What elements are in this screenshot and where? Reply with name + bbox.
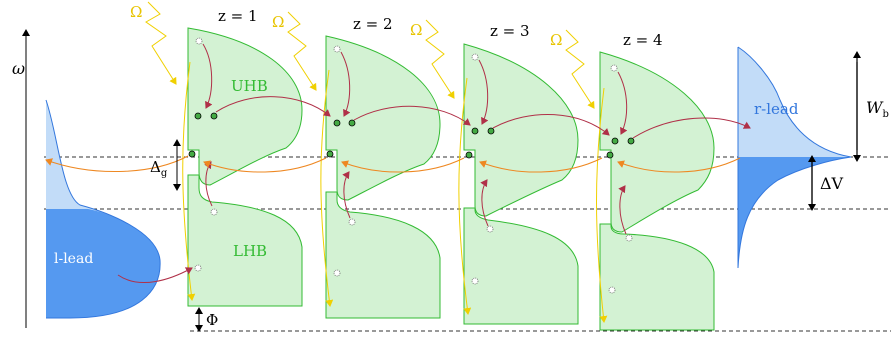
field-arrow-3 (425, 19, 455, 99)
empty-state (471, 53, 479, 61)
site-4-upper-band (599, 51, 715, 233)
empty-state (625, 234, 633, 242)
site-4-lower-band (599, 223, 715, 331)
site-3-lower-band (463, 207, 579, 325)
site-1-lower-band (187, 174, 303, 307)
empty-state (348, 218, 356, 226)
lead-extract-arrow (632, 117, 751, 139)
empty-state (195, 37, 203, 45)
occupied-state (627, 137, 635, 145)
right-lead-label: r-lead (754, 100, 799, 118)
tunnel-arrow (203, 157, 327, 173)
occupied-state (333, 119, 341, 127)
field-arrow-site-2 (320, 69, 334, 307)
excite-arrow (342, 171, 351, 219)
bias-annotation: ΔV (808, 155, 844, 211)
lower-band-label: LHB (233, 242, 267, 260)
relax-arrow (202, 43, 213, 109)
site-1-label: z = 1 (218, 7, 258, 25)
empty-state (471, 277, 479, 285)
relax-arrow (478, 59, 489, 125)
relax-arrow (340, 51, 351, 117)
occupied-state (611, 137, 619, 145)
empty-states (194, 37, 633, 294)
occupied-state (465, 151, 473, 159)
occupied-state (471, 127, 479, 135)
site-2: z = 2 (325, 15, 441, 319)
bandwidth-label: Wb (866, 98, 889, 120)
empty-state (333, 45, 341, 53)
potential-label: Φ (206, 311, 218, 329)
site-2-upper-band (325, 35, 441, 201)
site-3-label: z = 3 (490, 22, 530, 40)
hop-arrow (492, 114, 610, 136)
relax-arrow (617, 71, 628, 135)
tunnel-arrow (617, 157, 741, 173)
site-1-upper-band (187, 27, 303, 186)
field-arrow-site-3 (458, 77, 472, 315)
hop-arrow (353, 105, 471, 126)
site-4-label: z = 4 (623, 31, 663, 49)
occupied-state (348, 119, 356, 127)
occupied-state (194, 112, 202, 120)
omega-label-3: Ω (410, 21, 422, 39)
field-drive-arrows (145, 1, 608, 323)
tunnel-arrow (479, 157, 603, 173)
omega-label-4: Ω (550, 31, 562, 49)
empty-state (608, 286, 616, 294)
upper-band-label: UHB (231, 77, 268, 95)
empty-state (210, 208, 218, 216)
field-arrow-2 (287, 11, 317, 91)
site-1: z = 1 (187, 7, 303, 307)
bias-label: ΔV (820, 174, 844, 193)
tunneling-arrows (45, 155, 741, 173)
occupied-state (487, 127, 495, 135)
site-3-upper-band (463, 43, 579, 217)
omega-label-1: Ω (130, 3, 142, 21)
hopping-arrows (117, 43, 751, 283)
tunnel-arrow (45, 155, 189, 173)
occupied-state (606, 151, 614, 159)
site-4: z = 4 (599, 31, 715, 331)
left-lead-outline (45, 99, 161, 319)
occupied-states (188, 112, 635, 159)
field-arrow-4 (565, 29, 595, 109)
gap-label: Δg (150, 158, 168, 179)
occupied-state (188, 150, 196, 158)
right-lead-filled (738, 157, 851, 268)
field-arrow-site-1 (182, 61, 196, 301)
lead-inject-arrow (117, 267, 193, 283)
empty-state (610, 64, 618, 72)
left-lead-filled (46, 209, 161, 318)
excite-arrow (618, 185, 627, 235)
bandwidth-annotation: Wb (853, 51, 889, 162)
excite-arrow (480, 179, 489, 227)
empty-state (333, 269, 341, 277)
gap-annotation: Δg (150, 139, 181, 191)
left-lead-label: l-lead (54, 251, 93, 267)
occupied-state (326, 150, 334, 158)
occupied-state (210, 112, 218, 120)
omega-label-2: Ω (272, 13, 284, 31)
potential-annotation: Φ (195, 307, 218, 332)
field-arrow-site-4 (596, 87, 608, 323)
right-lead-outline (737, 46, 852, 269)
field-arrow-1 (145, 1, 177, 85)
site-2-lower-band (325, 191, 441, 319)
site-3: z = 3 (463, 22, 579, 325)
tunnel-arrow (341, 157, 465, 173)
hop-arrow (215, 96, 331, 117)
empty-state (486, 225, 494, 233)
site-2-label: z = 2 (353, 15, 393, 33)
omega-axis-label: ω (12, 59, 25, 78)
omega-labels: Ω Ω Ω Ω (130, 3, 562, 49)
empty-state (194, 264, 202, 272)
right-lead-light (738, 47, 851, 157)
